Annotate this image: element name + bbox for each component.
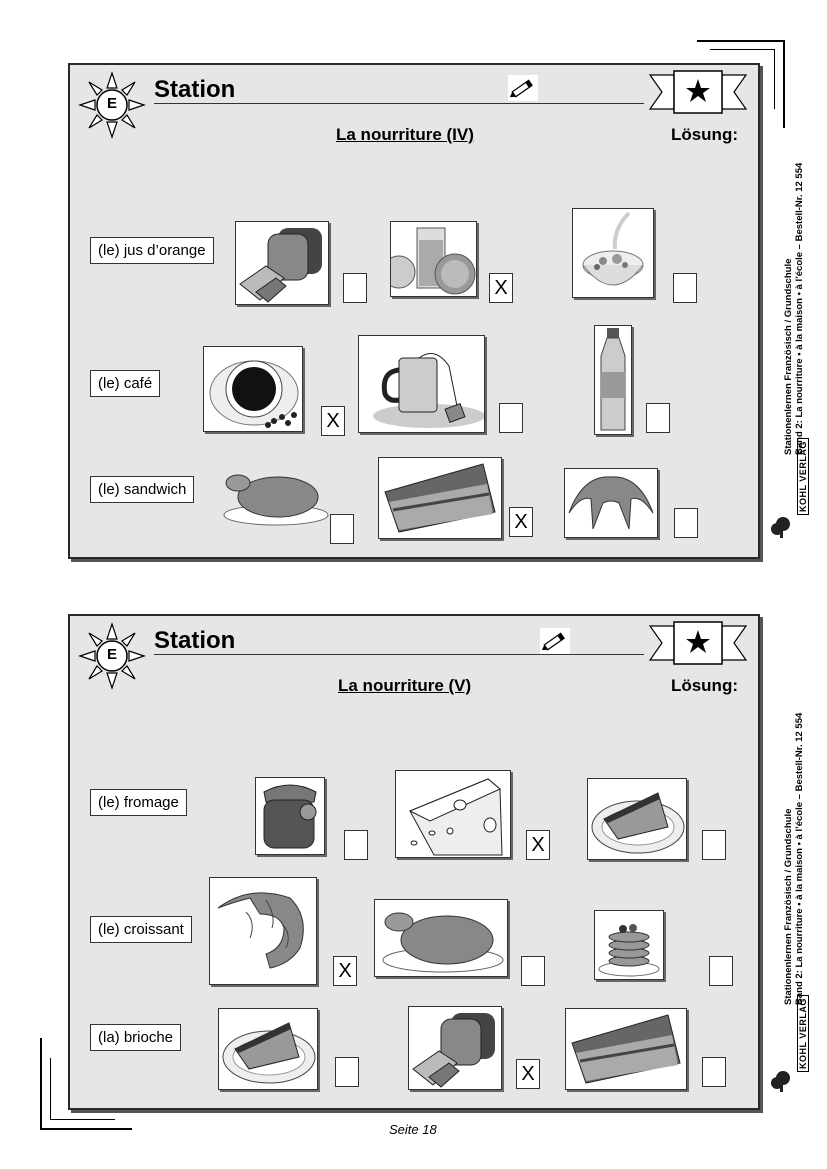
corner-line-top: [710, 49, 775, 50]
word-label: (le) croissant: [90, 916, 192, 943]
word-label: (le) jus d’orange: [90, 237, 214, 264]
answer-checkbox[interactable]: [330, 514, 354, 544]
word-label: (le) café: [90, 370, 161, 397]
water-bottle-icon: [594, 325, 632, 435]
answer-checkbox[interactable]: X: [321, 406, 345, 436]
publisher-logo: KOHL VERLAG: [797, 995, 809, 1072]
jam-jar-icon: [255, 777, 325, 855]
sidebar-credit: Stationenlernen Französisch / Grundschul…: [783, 163, 805, 455]
word-label: (la) brioche: [90, 1024, 182, 1051]
corner-line-top: [697, 40, 785, 42]
word-label: (le) fromage: [90, 789, 187, 816]
answer-checkbox[interactable]: X: [489, 273, 513, 303]
answer-checkbox[interactable]: X: [333, 956, 357, 986]
corner-line-top: [783, 40, 785, 128]
croissant-icon: [564, 468, 658, 538]
station-title: Station: [154, 76, 236, 103]
publisher-logo: KOHL VERLAG: [797, 438, 809, 515]
bread-icon: [408, 1006, 502, 1090]
cheese-icon: [395, 770, 511, 858]
corner-line-bottom: [40, 1038, 42, 1130]
answer-checkbox[interactable]: [674, 508, 698, 538]
answer-checkbox[interactable]: [344, 830, 368, 860]
cake-slice-icon: [587, 778, 687, 860]
sidebar-credit: Stationenlernen Französisch / Grundschul…: [783, 713, 805, 1005]
bread-icon: [235, 221, 329, 305]
roast-chicken-icon: [218, 465, 330, 527]
sidebar-line-1: Stationenlernen Französisch / Grundschul…: [783, 808, 794, 1005]
solution-label: Lösung:: [670, 676, 738, 695]
pencil-icon: [508, 75, 538, 101]
station-card-1: E Station La nourriture (IV) Lösung: (le…: [68, 63, 760, 559]
answer-checkbox[interactable]: X: [516, 1059, 540, 1089]
word-label: (le) sandwich: [90, 476, 195, 503]
sandwich-icon: [378, 457, 502, 539]
answer-checkbox[interactable]: [499, 403, 523, 433]
tree-logo-icon: [769, 516, 793, 540]
tea-mug-icon: [358, 335, 485, 433]
sidebar-line-1: Stationenlernen Französisch / Grundschul…: [783, 258, 794, 455]
sun-icon: E: [78, 622, 146, 690]
divider: [154, 654, 644, 655]
star-ribbon-icon: [648, 69, 748, 115]
answer-checkbox[interactable]: [673, 273, 697, 303]
corner-line-bottom: [40, 1128, 132, 1130]
station-title: Station: [154, 627, 236, 654]
cereal-milk-icon: [572, 208, 654, 298]
star-ribbon-icon: [648, 620, 748, 666]
worksheet-title: La nourriture (V): [338, 676, 472, 695]
roast-chicken-icon: [374, 899, 508, 977]
croissant-icon: [209, 877, 317, 985]
station-letter: E: [106, 95, 117, 112]
sidebar-line-2: Band 2: La nourriture • à la maison • à …: [794, 162, 805, 455]
divider: [154, 103, 644, 104]
coffee-cup-icon: [203, 346, 303, 432]
sandwich-icon: [565, 1008, 687, 1090]
orange-juice-icon: [390, 221, 477, 297]
pencil-icon: [540, 628, 570, 654]
tree-logo-icon: [769, 1070, 793, 1094]
sun-icon: E: [78, 71, 146, 139]
answer-checkbox[interactable]: [521, 956, 545, 986]
station-letter: E: [106, 646, 117, 663]
answer-checkbox[interactable]: [646, 403, 670, 433]
answer-checkbox[interactable]: X: [526, 830, 550, 860]
corner-line-bottom: [50, 1058, 51, 1120]
answer-checkbox[interactable]: [709, 956, 733, 986]
answer-checkbox[interactable]: X: [509, 507, 533, 537]
answer-checkbox[interactable]: [702, 830, 726, 860]
corner-line-bottom: [50, 1119, 115, 1120]
solution-label: Lösung:: [670, 125, 738, 144]
page-number: Seite 18: [389, 1122, 437, 1137]
sidebar-line-2: Band 2: La nourriture • à la maison • à …: [794, 712, 805, 1005]
cake-slice-icon: [218, 1008, 318, 1090]
answer-checkbox[interactable]: [702, 1057, 726, 1087]
answer-checkbox[interactable]: [343, 273, 367, 303]
worksheet-title: La nourriture (IV): [336, 125, 474, 144]
answer-checkbox[interactable]: [335, 1057, 359, 1087]
corner-line-top: [774, 49, 775, 109]
station-card-2: E Station La nourriture (V) Lösung: (le)…: [68, 614, 760, 1110]
pancakes-icon: [594, 910, 664, 980]
